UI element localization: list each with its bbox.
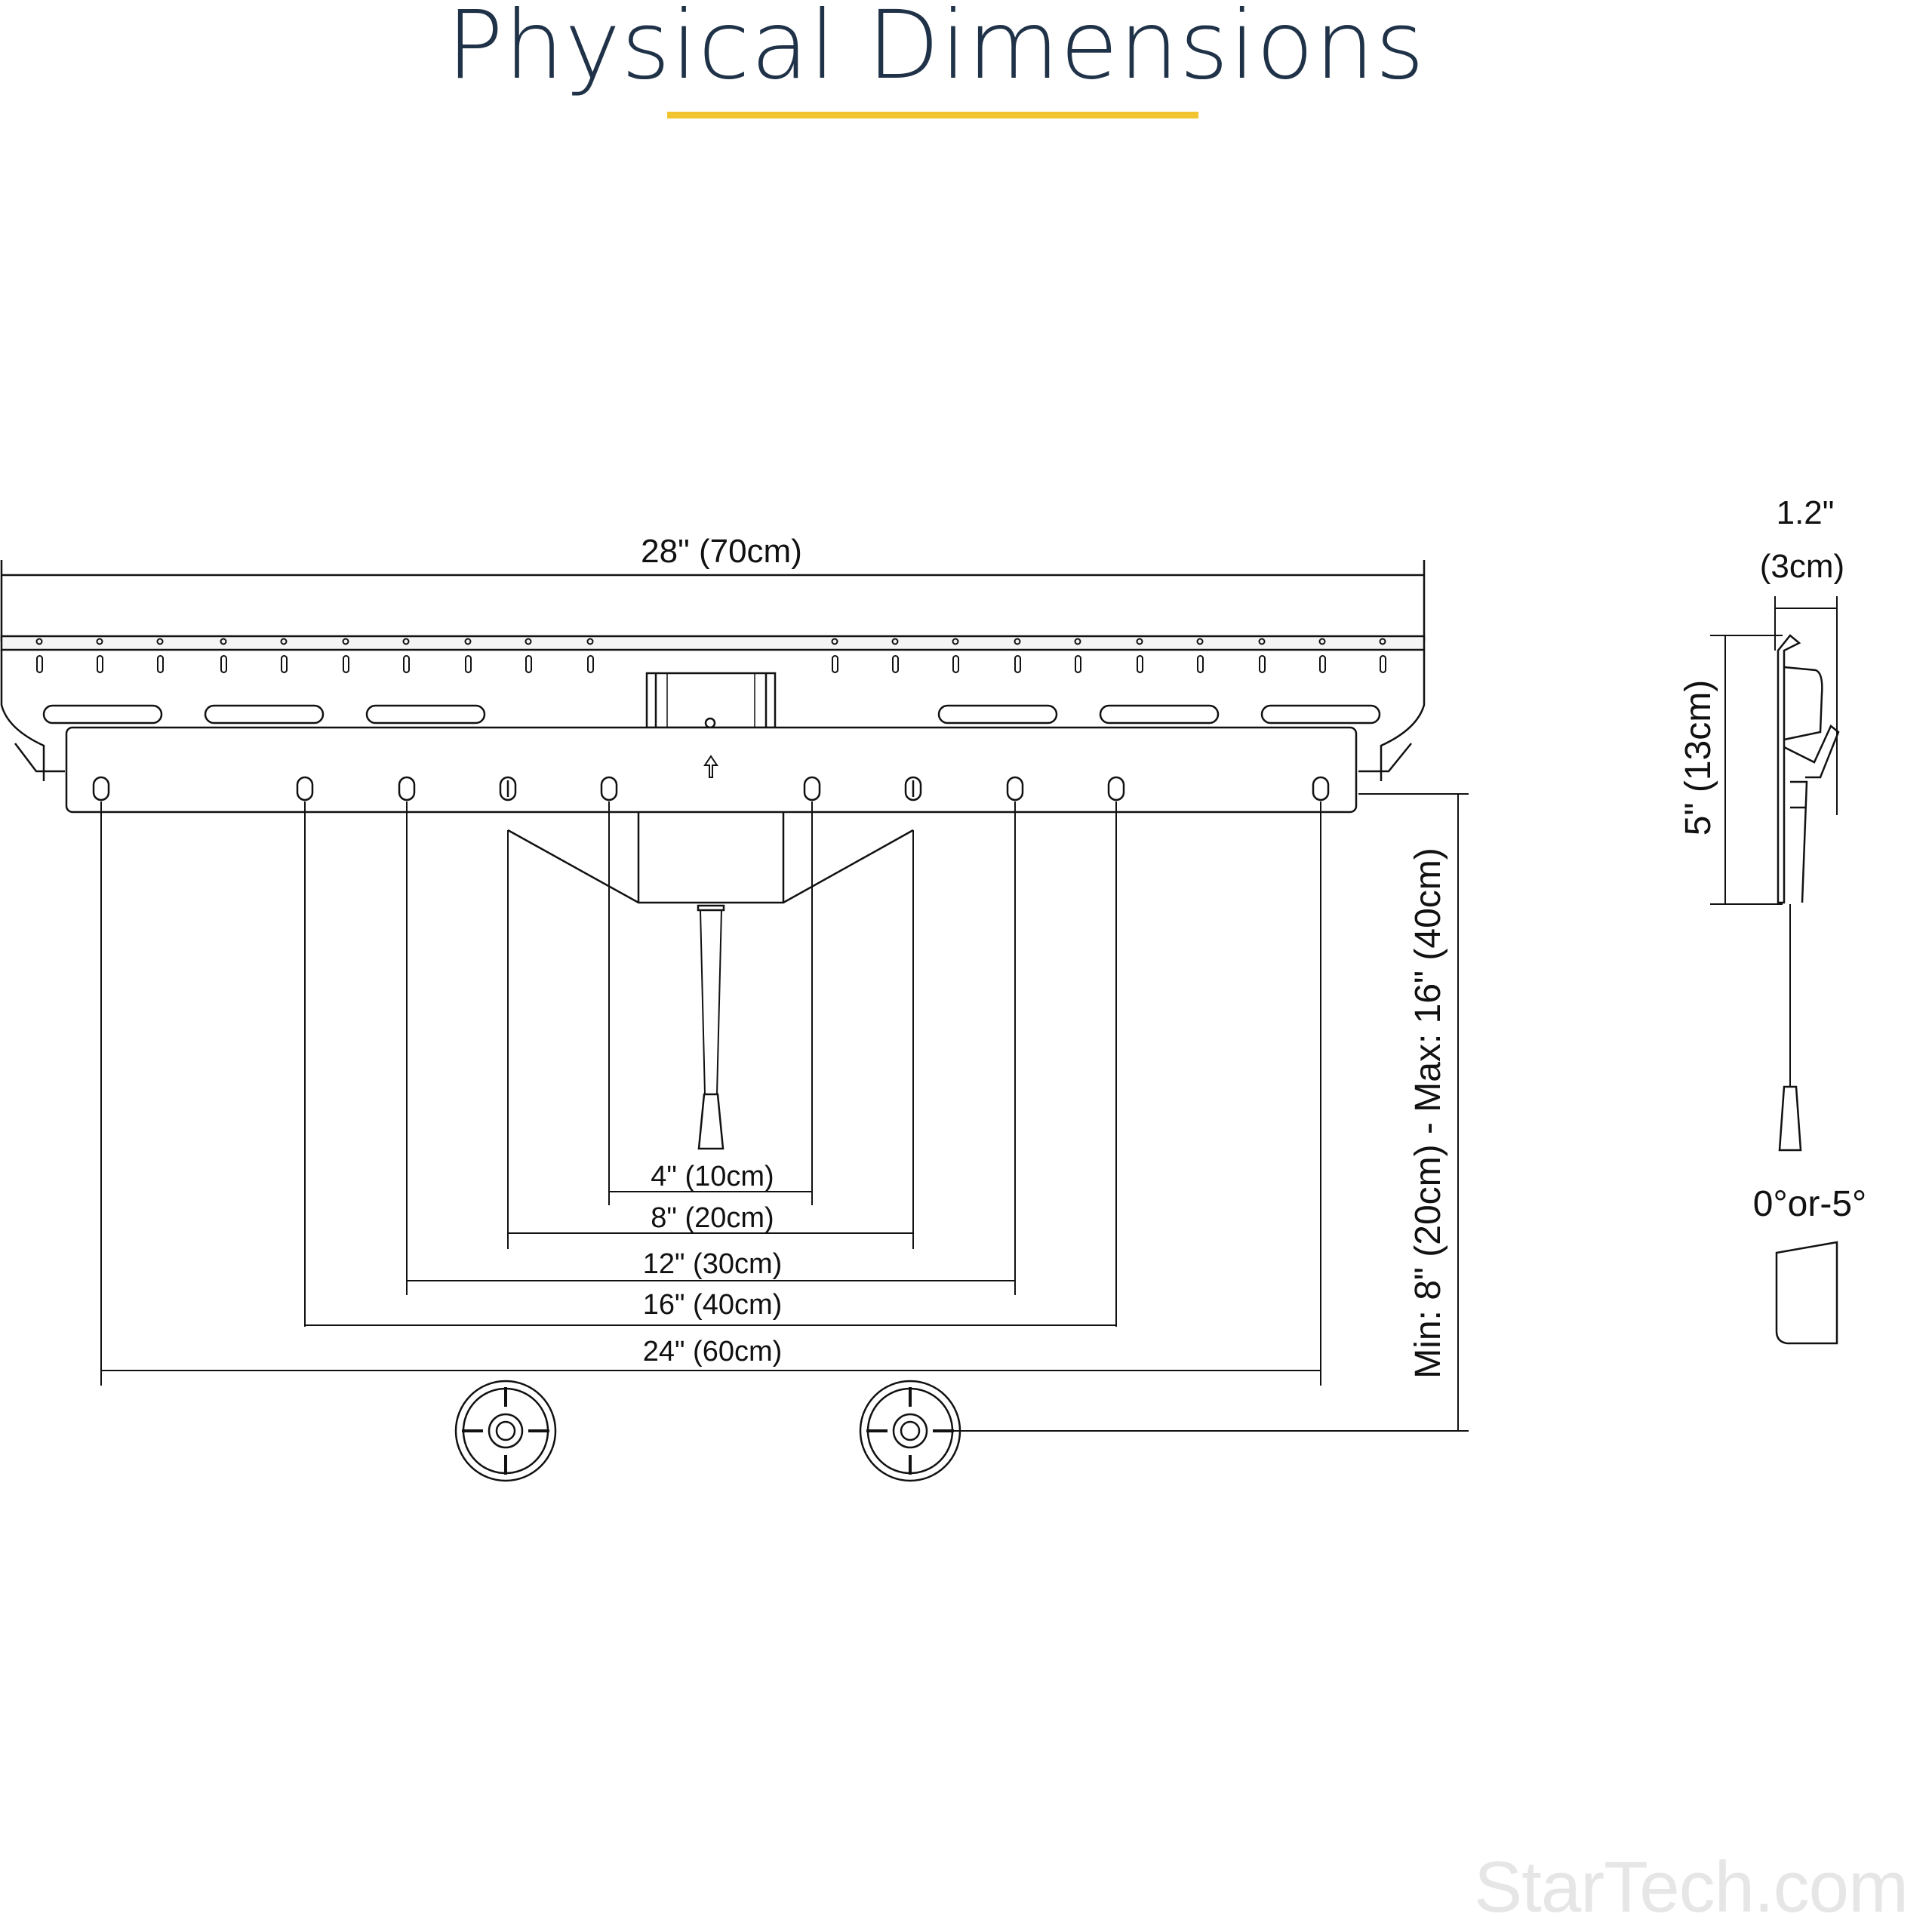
lower-tray [507, 812, 914, 904]
brand-watermark: StarTech.com [1474, 1847, 1909, 1927]
rail-oblong-slots [42, 704, 1381, 724]
title-underline [667, 112, 1198, 118]
vesa-24-label: 24" (60cm) [643, 1336, 783, 1367]
vesa-16-label: 16" (40cm) [643, 1289, 783, 1321]
vesa-4-label: 4" (10cm) [651, 1161, 774, 1192]
tilt-wedge: 0°or-5° [1753, 1184, 1866, 1345]
tilt-label: 0°or-5° [1753, 1184, 1866, 1224]
display-plate [65, 726, 1358, 814]
wall-anchor-left [454, 1380, 557, 1482]
depth-value-label: 1.2" [1777, 494, 1835, 531]
page-title: Physical Dimensions [446, 0, 1426, 100]
vesa-dimension-labels: 4" (10cm) 8" (20cm) 12" (30cm) 16" (40cm… [643, 1161, 783, 1367]
wall-plate [0, 635, 1426, 781]
vesa-12-label: 12" (30cm) [643, 1248, 783, 1280]
rail-vertical-slots [36, 655, 1386, 673]
vesa-8-label: 8" (20cm) [651, 1202, 774, 1234]
overall-width-dimension: 28" (70cm) [0, 533, 1426, 641]
up-arrow-icon [703, 755, 718, 778]
height-range-dimension: Min: 8" (20cm) - Max: 16" (40cm) [934, 793, 1469, 1432]
rail-pin-holes [35, 638, 1386, 645]
side-height-label: 5" (13cm) [1678, 680, 1718, 835]
vesa-dimension-lines [101, 1191, 1321, 1371]
vesa-holes [92, 776, 1330, 801]
depth-metric-label: (3cm) [1760, 548, 1844, 585]
vesa-extension-lines [100, 801, 1321, 1386]
center-bracket [645, 672, 777, 729]
pull-cord [697, 904, 725, 1150]
overall-width-label: 28" (70cm) [641, 533, 802, 570]
height-range-label: Min: 8" (20cm) - Max: 16" (40cm) [1408, 848, 1448, 1379]
side-view: 1.2" (3cm) 5" (13cm) [1678, 494, 1844, 1152]
cord-handle [697, 1093, 724, 1150]
wall-anchor-right [859, 1380, 961, 1482]
